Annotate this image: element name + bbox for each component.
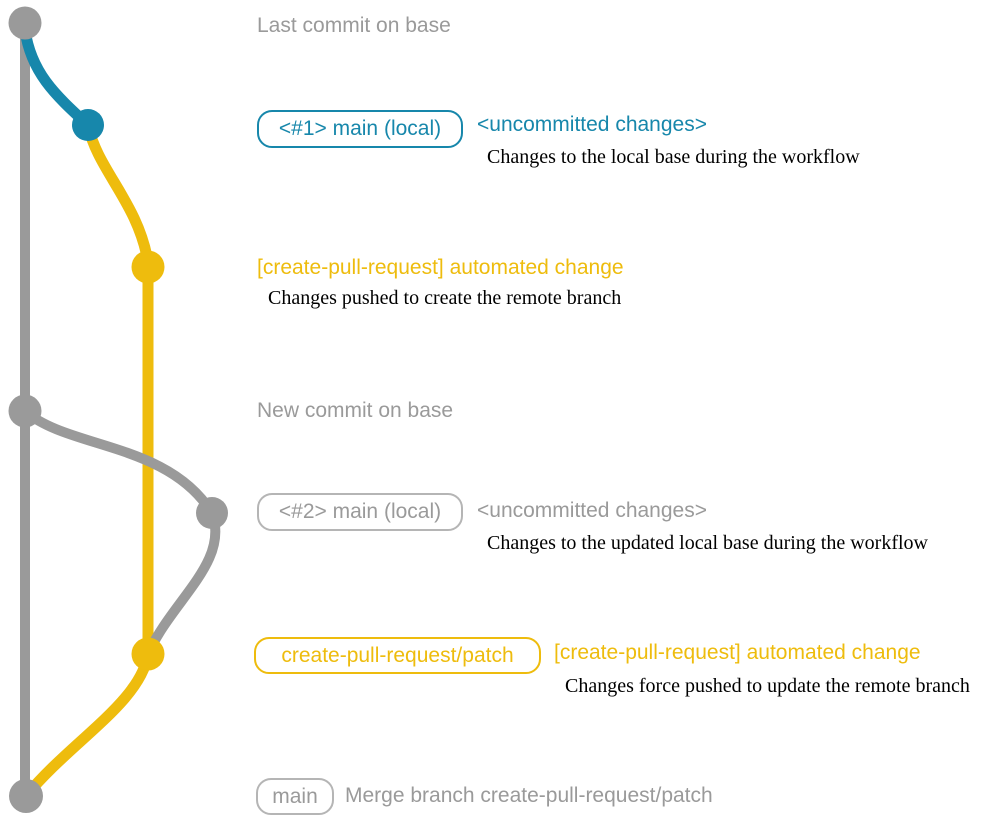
branch-tag-main-local-1: <#1> main (local) xyxy=(257,110,463,148)
node-new-commit-on-base xyxy=(8,394,42,428)
node-automated-change-1 xyxy=(131,250,165,284)
node-uncommitted-2 xyxy=(196,497,228,529)
node-automated-change-2 xyxy=(131,637,165,671)
git-graph xyxy=(8,6,228,813)
label-last-commit-on-base: Last commit on base xyxy=(257,14,451,37)
caption-local-base-changes: Changes to the local base during the wor… xyxy=(487,146,860,168)
commit-label-automated-change-1: [create-pull-request] automated change xyxy=(257,256,624,279)
caption-pushed-create-remote: Changes pushed to create the remote bran… xyxy=(268,287,622,309)
label-merge-branch: Merge branch create-pull-request/patch xyxy=(345,784,713,807)
commit-label-automated-change-2: [create-pull-request] automated change xyxy=(554,641,921,664)
status-uncommitted-2: <uncommitted changes> xyxy=(477,499,707,522)
edge-local-main-2 xyxy=(20,406,221,659)
branch-tag-create-pull-request-patch: create-pull-request/patch xyxy=(254,637,541,674)
status-uncommitted-1: <uncommitted changes> xyxy=(477,113,707,136)
node-uncommitted-1 xyxy=(72,109,104,141)
edge-patch-merge xyxy=(20,648,154,802)
edge-local-main-1 xyxy=(19,24,94,131)
label-new-commit-on-base: New commit on base xyxy=(257,399,454,422)
branch-tag-main-local-2: <#2> main (local) xyxy=(257,493,463,531)
caption-updated-local-base-changes: Changes to the updated local base during… xyxy=(487,532,928,554)
node-merge-commit xyxy=(9,779,43,813)
branch-tag-main: main xyxy=(256,778,334,815)
edge-patch-branch xyxy=(82,119,154,660)
caption-force-pushed-update-remote: Changes force pushed to update the remot… xyxy=(565,675,970,697)
node-last-commit-on-base xyxy=(8,6,42,40)
